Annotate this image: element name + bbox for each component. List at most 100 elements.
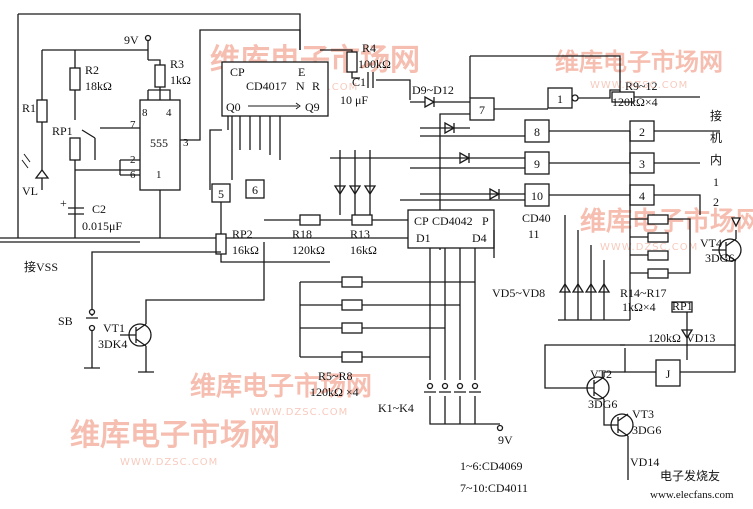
key-k3[interactable]	[456, 382, 464, 390]
cd4042-d4: D4	[472, 231, 487, 245]
label-c2: C2	[92, 202, 106, 216]
potentiometer-rp	[671, 301, 693, 313]
ic-555-pin-1: 1	[156, 169, 162, 181]
label-c1: C1	[352, 75, 366, 89]
ic-cd4017: CP E CD4017 N R Q0 Q9	[209, 61, 329, 190]
label-vcc-top: 9V	[124, 33, 139, 47]
c2-plus-sign: +	[60, 196, 67, 210]
transistor-vt4: VT4 3DG6	[700, 217, 742, 265]
label-vt1: VT1	[103, 321, 125, 335]
resistor-r15	[647, 232, 669, 243]
timing-network: R1 R2 18kΩ R3 1kΩ RP1 VL C2 0.015μF +	[21, 57, 191, 233]
cd4017-r: R	[312, 79, 320, 93]
label-vt3: VT3	[632, 407, 654, 421]
label-vcc-bottom: 9V	[498, 433, 513, 447]
value-r14-r17: 1kΩ×4	[622, 300, 656, 314]
ic-555-pin-7: 7	[130, 119, 136, 131]
side-label-2: 内	[710, 153, 722, 167]
label-r1: R1	[22, 101, 36, 115]
power-wiring	[0, 13, 430, 243]
label-vd5-vd8: VD5~VD8	[492, 286, 545, 300]
label-rp2: RP2	[232, 227, 253, 241]
watermark-url-bottom-left: WWW.DZSC.COM	[120, 457, 218, 468]
label-vt2: VT2	[590, 367, 612, 381]
inverter-5-label: 5	[218, 187, 224, 201]
cd4017-n: N	[296, 79, 305, 93]
key-k1[interactable]	[426, 382, 434, 390]
watermark-url-lower: WWW.DZSC.COM	[250, 407, 348, 418]
value-r3: 1kΩ	[170, 73, 191, 87]
cd4017-name: CD4017	[246, 79, 287, 93]
label-r4: R4	[362, 41, 376, 55]
label-sb: SB	[58, 314, 73, 328]
label-relay: J	[666, 367, 671, 381]
resistor-r14	[647, 214, 669, 225]
value-c2: 0.015μF	[82, 219, 122, 233]
label-r14-r17: R14~R17	[620, 286, 667, 300]
resistor-r13	[351, 214, 373, 226]
resistor-r17	[647, 268, 669, 279]
value-rp2: 16kΩ	[232, 243, 259, 257]
watermark-cn-right: 维库电子市场网	[555, 48, 723, 76]
label-k1-k4: K1~K4	[378, 401, 414, 415]
label-cd40-11: 11	[528, 227, 540, 241]
output-driver-network: VD5~VD8 R14~R17 1kΩ×4 RP1 120kΩ VD13	[492, 131, 736, 360]
ic-555-label: 555	[150, 136, 168, 150]
resistor-r5	[341, 276, 363, 288]
side-label-0: 接	[710, 108, 722, 123]
ic-555-pin-3: 3	[183, 137, 189, 149]
capacitor-c2	[68, 207, 84, 215]
type-vt1: 3DK4	[98, 337, 127, 351]
nand-8-label: 8	[534, 125, 540, 139]
side-label-1: 机	[710, 131, 722, 145]
resistor-r16	[647, 250, 669, 261]
potentiometer-rp1	[69, 137, 81, 161]
relay-j	[655, 359, 681, 387]
label-r13: R13	[350, 227, 370, 241]
nand-10-label: 10	[531, 189, 543, 203]
nand-gates: 7 8 9 10 CD40 11	[400, 97, 630, 250]
watermark-url-right: WWW.DZSC.COM	[590, 80, 688, 91]
inverter-1-label: 1	[557, 92, 563, 106]
type-vt4: 3DG6	[705, 251, 734, 265]
relay-stage: J VT2 3DG6 VT3 3DG6 VD14	[544, 344, 736, 480]
start-stage: VT1 3DK4 SB	[58, 242, 265, 373]
potentiometer-rp2	[215, 233, 227, 255]
inverter-3-label: 3	[639, 157, 645, 171]
led-vl	[34, 168, 50, 179]
cd4017-cp: CP	[230, 65, 245, 79]
ic-555: 555 8 4 7 3 2 6 1	[100, 89, 189, 191]
label-r5-r8: R5~R8	[318, 369, 353, 383]
switch-sb[interactable]	[86, 296, 98, 368]
label-vss: 接VSS	[24, 259, 58, 274]
value-c1: 10 μF	[340, 93, 368, 107]
value-r4: 100kΩ	[358, 57, 391, 71]
label-r2: R2	[85, 63, 99, 77]
resistor-r4	[346, 51, 358, 73]
input-network: RP2 16kΩ R18 120kΩ R13 16kΩ	[215, 150, 408, 263]
resistor-r2	[69, 67, 81, 91]
resistor-r8	[341, 351, 363, 363]
value-r13: 16kΩ	[350, 243, 377, 257]
footer-watermark-cn: 电子发烧友	[660, 468, 720, 483]
inverter-6	[245, 179, 265, 199]
cd4042-d1: D1	[416, 231, 431, 245]
ic-555-pin-4: 4	[166, 107, 172, 119]
value-r5-r8: 120kΩ ×4	[310, 385, 359, 399]
watermark-cn-lower: 维库电子市场网	[190, 371, 372, 402]
label-r9-12: R9~12	[625, 79, 658, 93]
diode-d9	[424, 95, 436, 109]
label-r3: R3	[170, 57, 184, 71]
key-k2[interactable]	[441, 382, 449, 390]
ic-cd4042-body	[407, 209, 495, 249]
value-r2: 18kΩ	[85, 79, 112, 93]
resistor-r18	[299, 214, 321, 226]
inverters: 1 2 3 4 5 6	[211, 55, 720, 215]
key-k4[interactable]	[471, 382, 479, 390]
ic-cd4017-body	[221, 61, 329, 117]
ic-555-body	[139, 99, 181, 191]
resistor-r7	[341, 322, 363, 334]
value-rp: 120kΩ	[648, 331, 681, 345]
